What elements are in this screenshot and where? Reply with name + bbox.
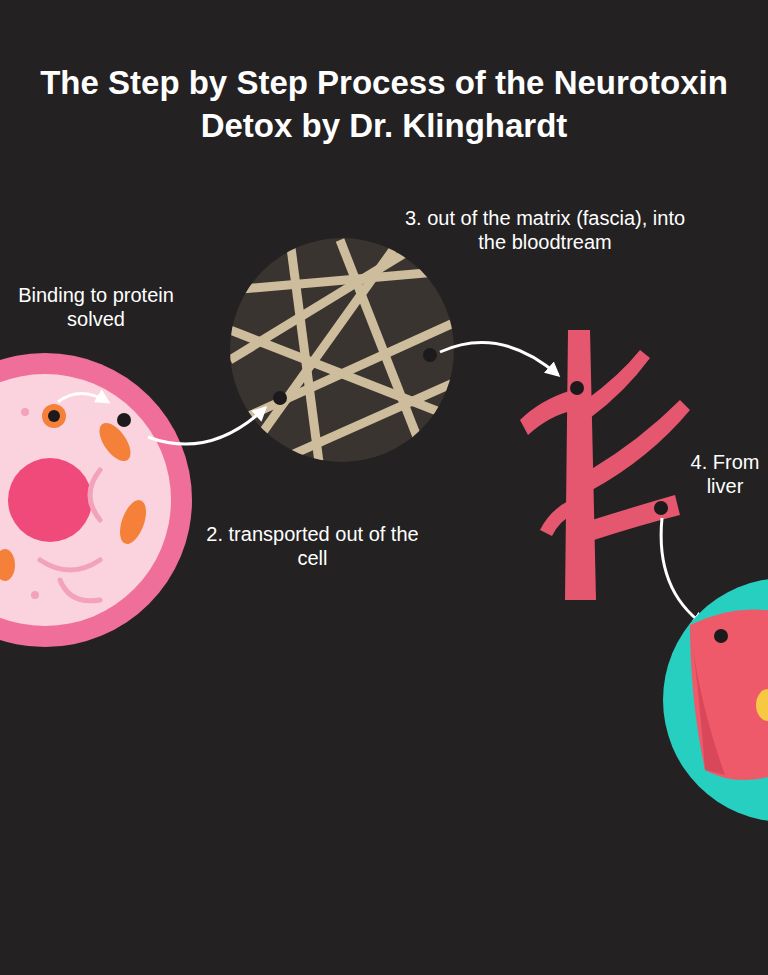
- matrix-fascia: [230, 238, 460, 470]
- step-label: Binding to protein solved: [6, 283, 186, 331]
- liver: [663, 578, 768, 822]
- step-label: 4. From liver: [686, 450, 764, 498]
- step-label: 2. transported out of the cell: [200, 522, 425, 570]
- title: The Step by Step Process of the Neurotox…: [6, 62, 762, 148]
- cell: [0, 353, 192, 647]
- step-label: 3. out of the matrix (fascia), into the …: [400, 206, 690, 254]
